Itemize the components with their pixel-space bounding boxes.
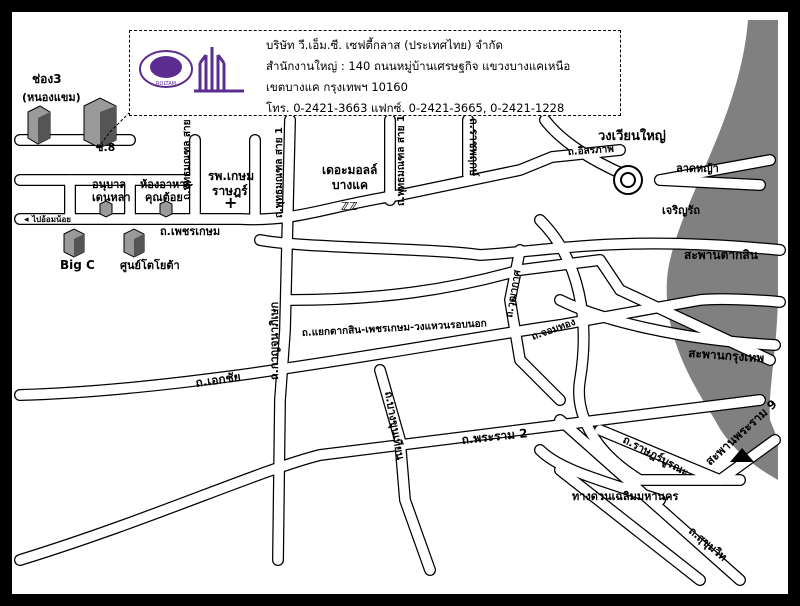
label-mall2: บางแค bbox=[332, 178, 368, 192]
label-anuban: อนุบาล bbox=[92, 178, 126, 192]
hospital-cross-icon: + bbox=[224, 193, 237, 212]
road-fill bbox=[15, 115, 785, 585]
mall-icon: ℤℤ bbox=[341, 200, 358, 213]
road-phet-kasem: ถ.เพชรเกษม bbox=[160, 225, 220, 238]
bridge-krungthep: สะพานกรุงเทพ bbox=[688, 346, 765, 366]
road-kanlapa: ถ.กาญจนาภิเษก bbox=[268, 302, 281, 380]
callout-line bbox=[97, 111, 131, 149]
logo-small-text: ROLTAM bbox=[156, 81, 176, 87]
bridge-taksin: สะพานตากสิน bbox=[684, 248, 759, 262]
arrow-left-icon: ◂ bbox=[24, 215, 29, 225]
label-anuban2: เดนหลา bbox=[92, 191, 131, 204]
label-hospital2: ราษฎร์ bbox=[212, 184, 248, 198]
svg-text:ℤℤ: ℤℤ bbox=[341, 200, 358, 213]
label-toyota: ศูนย์โตโยต้า bbox=[120, 258, 180, 273]
company-name: บริษัท วี.เอ็ม.ซี. เซฟตี้กลาส (ประเทศไทย… bbox=[266, 38, 503, 52]
road-itsaraphap: ถ.อิสรภาพ bbox=[567, 143, 614, 158]
label-expressway: ทางด่วนเฉลิมมหานคร bbox=[572, 490, 678, 503]
road-phutthamonthon2: ถ.พุทธมณฑล สาย 2 bbox=[182, 109, 193, 200]
building-icon bbox=[159, 200, 173, 218]
company-address-line2: เขตบางแค กรุงเทพฯ 10160 bbox=[266, 80, 408, 94]
road-phutthamonthon1b: ถ.พุทธมณฑล สาย 1 bbox=[396, 115, 407, 206]
label-vmc: ซ.8 bbox=[96, 141, 115, 154]
label-bigc: Big C bbox=[60, 258, 95, 272]
road-ekkachai: ถ.เอกชัย bbox=[194, 370, 241, 390]
label-mall: เดอะมอลล์ bbox=[322, 163, 377, 177]
roundabout-center bbox=[620, 172, 636, 188]
label-restaurant2: คุณต้อย bbox=[145, 191, 183, 205]
company-address-line1: สำนักงานใหญ่ : 140 ถนนหมู่บ้านเศรษฐกิจ แ… bbox=[266, 59, 571, 73]
building-icon bbox=[27, 105, 51, 145]
company-logo-icon: ROLTAM bbox=[139, 47, 244, 93]
label-restaurant: ห้องอาหาร bbox=[140, 178, 191, 191]
road-ratchaphruek: ถ.ราชพฤกษ์ bbox=[467, 118, 480, 177]
map-canvas: + ℤℤ ◂ ช่อง3 (หนองแขม) ซ.8 อนุบาล เดนหลา… bbox=[14, 20, 786, 586]
road-phutthamonthon1: ถ.พุทธมณฑล สาย 1 bbox=[274, 127, 285, 218]
building-icon bbox=[123, 228, 145, 258]
road-lat-ya: ลาดหญ้า bbox=[676, 162, 719, 175]
bridge-marker-icon bbox=[730, 448, 754, 462]
label-ch3: ช่อง3 bbox=[32, 72, 62, 86]
building-icon bbox=[99, 200, 113, 218]
label-to-omnoi: ไปอ้อมน้อย bbox=[31, 214, 71, 224]
label-hospital: รพ.เกษม bbox=[208, 169, 254, 183]
building-icon bbox=[63, 228, 85, 258]
road-rama2: ถ.พระราม 2 bbox=[461, 426, 528, 447]
label-circle: วงเวียนใหญ่ bbox=[598, 127, 666, 144]
label-ch3-sub: (หนองแขม) bbox=[22, 91, 81, 104]
company-info-box: ROLTAM บริษัท วี.เอ็ม.ซี. เซฟตี้กลาส (ปร… bbox=[129, 30, 621, 116]
road-charoenrat: เจริญรัถ bbox=[662, 204, 700, 217]
company-phone: โทร. 0-2421-3663 แฟกซ์. 0-2421-3665, 0-2… bbox=[266, 101, 565, 115]
